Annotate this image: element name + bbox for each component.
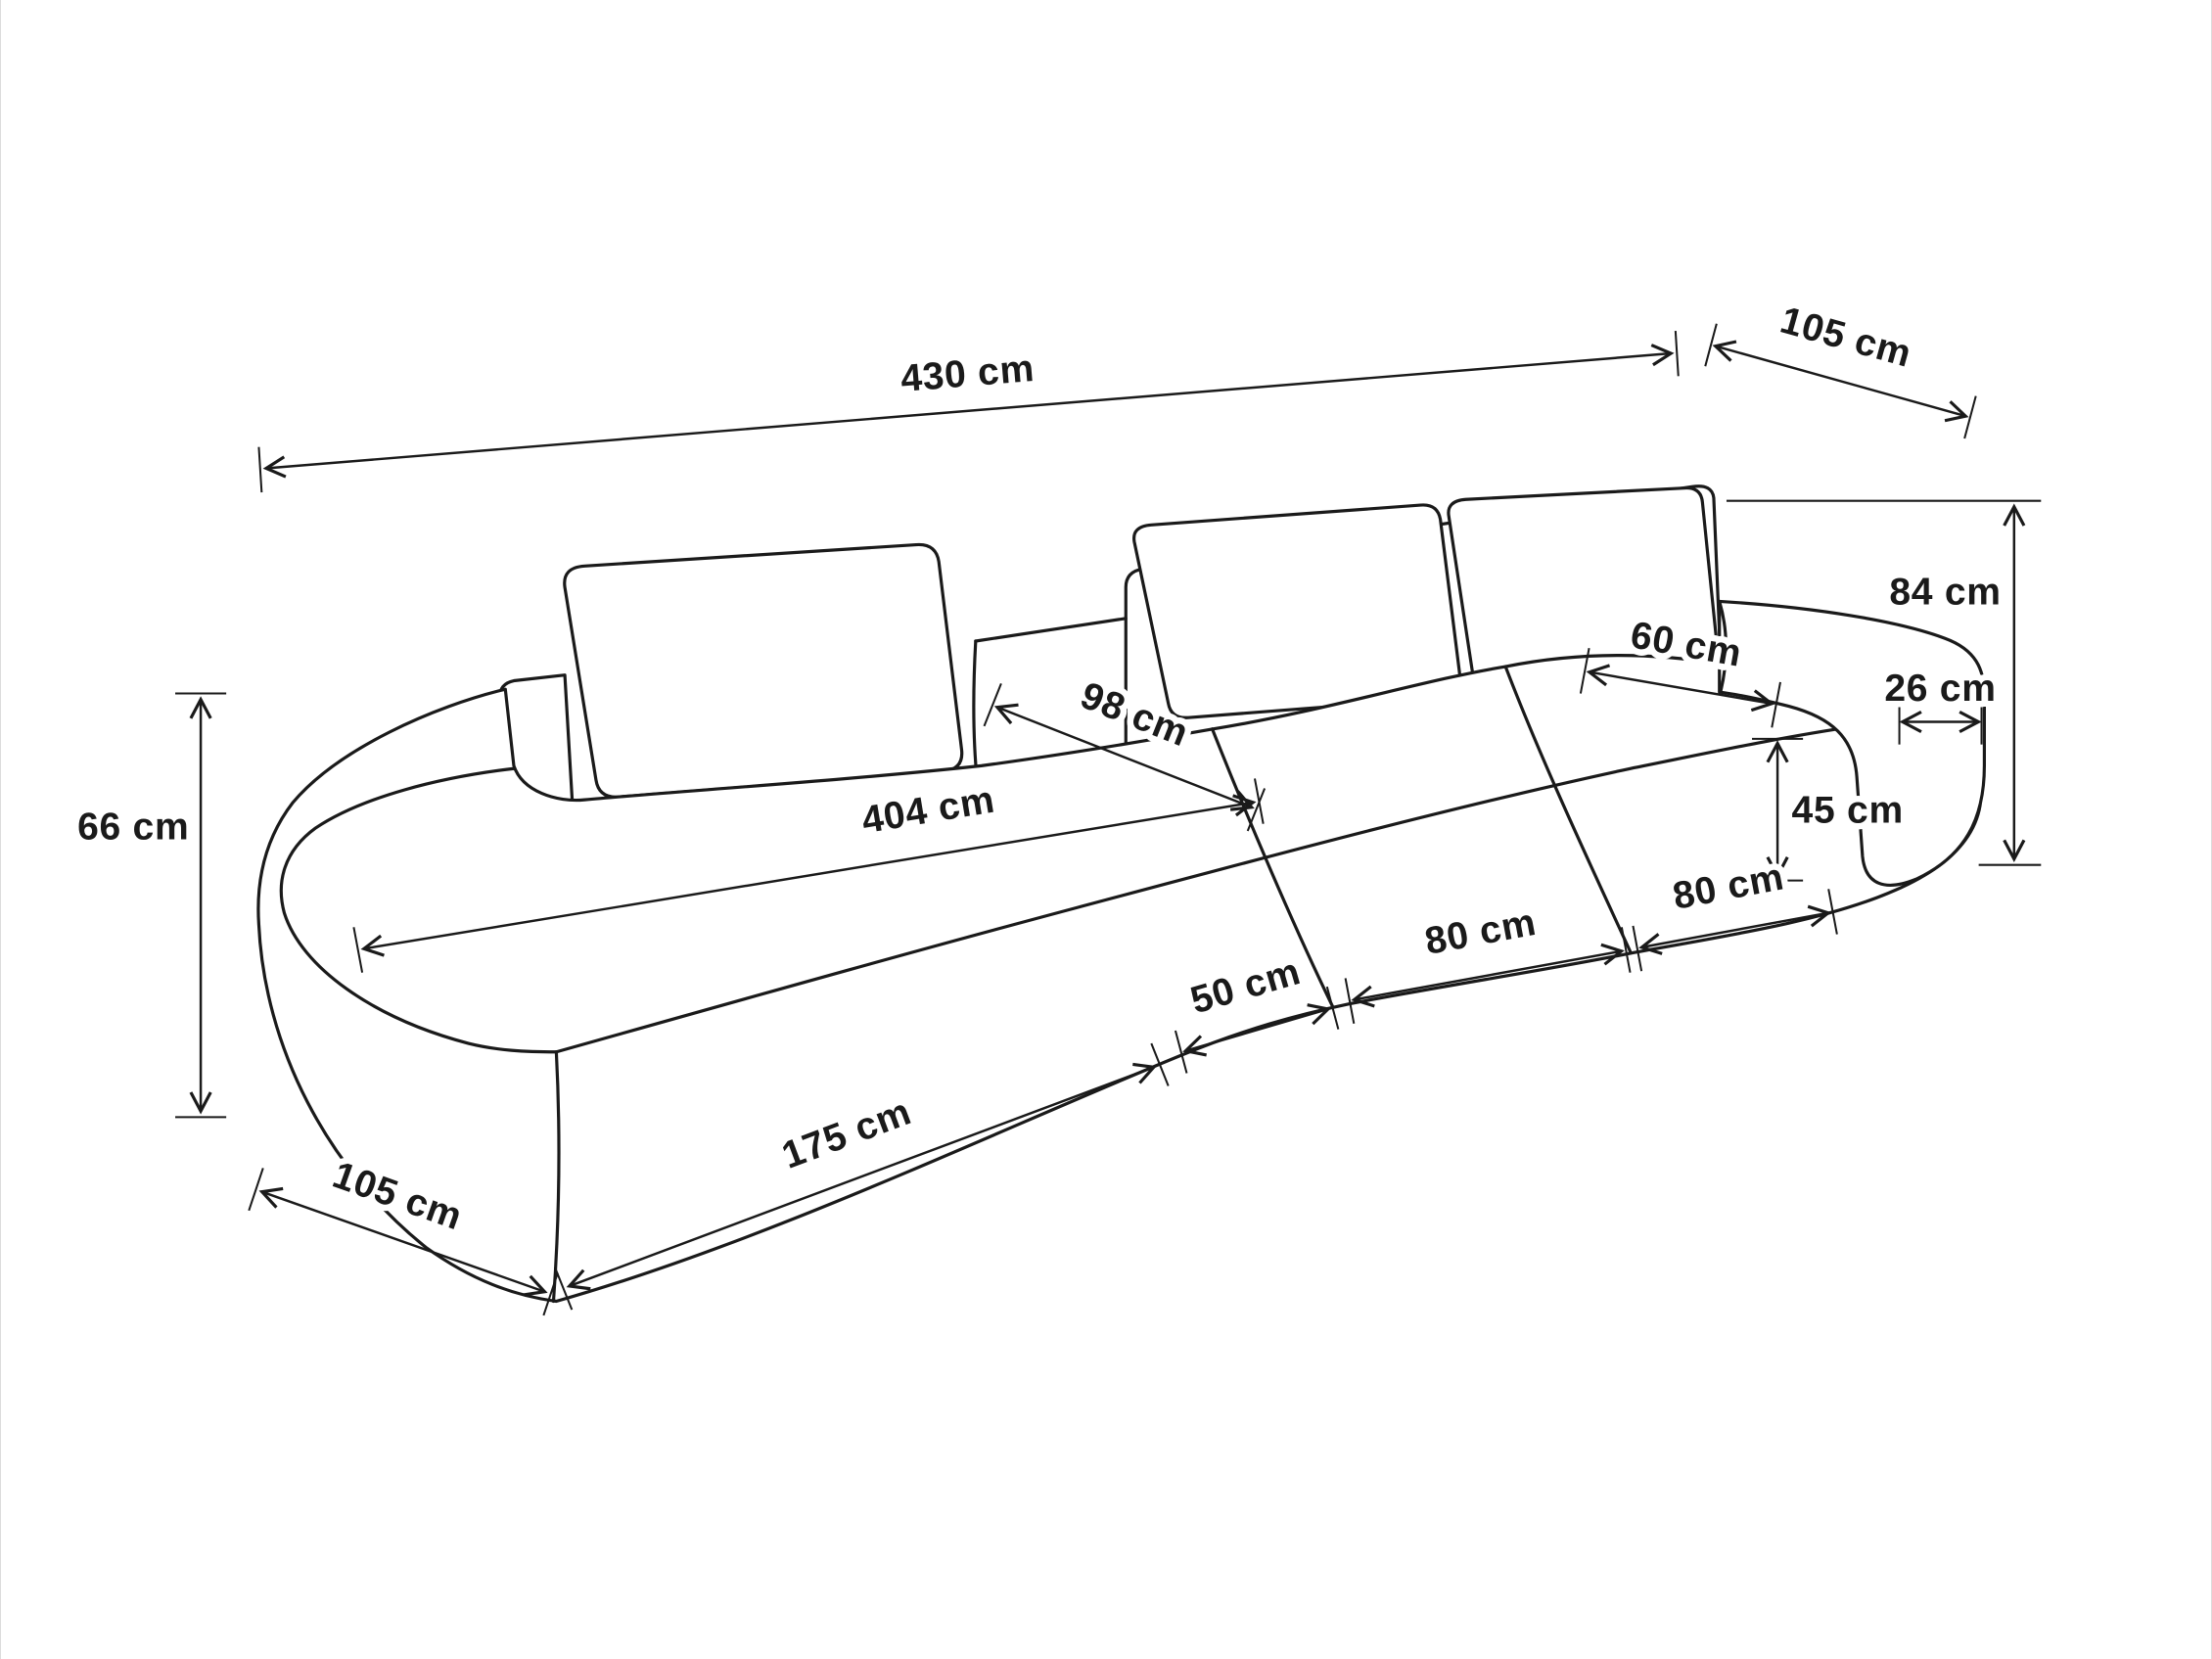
dimension-back-height: 84 cm: [1726, 499, 2042, 866]
dimension-label-back-height: 84 cm: [1889, 571, 2001, 613]
extension-tick: [1579, 648, 1590, 694]
extension-tick: [983, 683, 1002, 727]
dimension-line: [360, 794, 1257, 957]
sofa-low-back-endcap: [972, 639, 979, 782]
extension-tick: [1632, 925, 1643, 972]
dimension-line: [1182, 1003, 1332, 1057]
sofa-seam-module-2: [1503, 665, 1633, 953]
extension-tick: [542, 1272, 559, 1316]
dimension-label-depth-top-right: 105 cm: [1775, 300, 1915, 376]
dimension-label-armrest-width: 26 cm: [1884, 668, 1996, 710]
dimension-line: [258, 1186, 548, 1297]
sofa-low-back-edge: [974, 617, 1128, 643]
extension-tick: [352, 927, 364, 973]
extension-tick: [1344, 978, 1356, 1024]
extension-tick: [1674, 330, 1680, 377]
extension-tick: [257, 446, 263, 493]
dimension-line: [1351, 943, 1625, 1008]
dimension-line: [1586, 664, 1775, 713]
dimension-label-backrest-height-left: 66 cm: [77, 806, 189, 849]
dimension-line: [1712, 340, 1969, 423]
extension-tick: [1620, 927, 1632, 973]
dimension-depth-top-right: 105 cm: [1704, 293, 1977, 439]
extension-tick: [1704, 323, 1718, 367]
dimension-line: [262, 344, 1675, 479]
extension-tick: [1771, 681, 1781, 728]
extension-tick: [1174, 1030, 1188, 1074]
sofa-back-cushion-left: [563, 542, 964, 799]
extension-tick: [1963, 395, 1977, 439]
dimension-total-width: 430 cm: [257, 330, 1680, 493]
dimension-label-total-width: 430 cm: [899, 347, 1037, 400]
dimension-seat-height: 45 cm: [1752, 737, 1910, 882]
dimension-armrest-width: 26 cm: [1878, 661, 2003, 745]
dimension-line: [1638, 904, 1832, 955]
dimension-label-seat-height: 45 cm: [1792, 789, 1904, 831]
extension-tick: [1253, 778, 1265, 824]
sofa-seat-front-edge: [554, 724, 1859, 1054]
extension-tick: [248, 1168, 264, 1212]
extension-tick: [1325, 986, 1340, 1030]
dimension-line: [993, 703, 1255, 811]
dimension-line: [566, 1062, 1157, 1291]
sofa-armrest: [1718, 599, 1987, 887]
dimension-backrest-height-left: 66 cm: [71, 692, 227, 1119]
extension-tick: [1827, 889, 1838, 935]
extension-tick: [1150, 1042, 1170, 1086]
